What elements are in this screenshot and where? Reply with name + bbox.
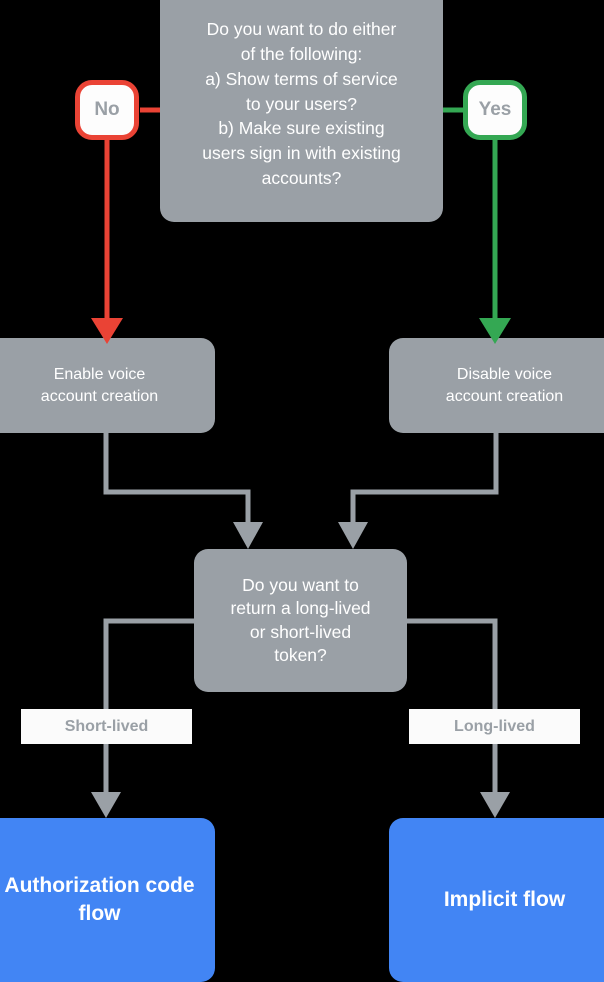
decision-node-top-question[interactable]: Do you want to do either of the followin… xyxy=(160,0,443,222)
authorization-code-flow-text: Authorization code flow xyxy=(4,873,195,925)
edge-disable-voice-to-token-question xyxy=(350,433,499,524)
token-question-text: Do you want to return a long-lived or sh… xyxy=(230,575,371,665)
process-node-enable-voice-account-creation[interactable]: Enable voice account creation xyxy=(0,338,215,433)
short-lived-text: Short-lived xyxy=(64,717,149,735)
disable-voice-text: Disable voice account creation xyxy=(445,366,564,405)
arrowhead-token-question-to-authorization-code-flow xyxy=(91,792,121,818)
edge-enable-voice-to-token-question xyxy=(103,433,251,524)
edge-token-question-to-authorization-code-flow xyxy=(103,618,194,794)
implicit-flow-text: Implicit flow xyxy=(443,887,566,911)
choice-node-yes[interactable]: Yes xyxy=(463,80,527,140)
process-node-disable-voice-account-creation[interactable]: Disable voice account creation xyxy=(389,338,604,433)
terminal-node-authorization-code-flow[interactable]: Authorization code flow xyxy=(0,818,215,982)
choice-node-no[interactable]: No xyxy=(75,80,139,140)
long-lived-text: Long-lived xyxy=(454,717,535,735)
edge-token-question-to-implicit-flow xyxy=(407,618,498,794)
edge-label-long-lived: Long-lived xyxy=(409,709,580,744)
top-question-text: Do you want to do either of the followin… xyxy=(202,19,401,189)
edge-label-short-lived: Short-lived xyxy=(21,709,192,744)
arrowhead-token-question-to-implicit-flow xyxy=(480,792,510,818)
enable-voice-text: Enable voice account creation xyxy=(40,366,159,405)
arrowhead-enable-voice-to-token-question xyxy=(233,522,263,549)
no-label: No xyxy=(94,99,120,121)
yes-label: Yes xyxy=(478,99,512,121)
terminal-node-implicit-flow[interactable]: Implicit flow xyxy=(389,818,604,982)
decision-node-token-question[interactable]: Do you want to return a long-lived or sh… xyxy=(194,549,407,692)
arrowhead-disable-voice-to-token-question xyxy=(338,522,368,549)
